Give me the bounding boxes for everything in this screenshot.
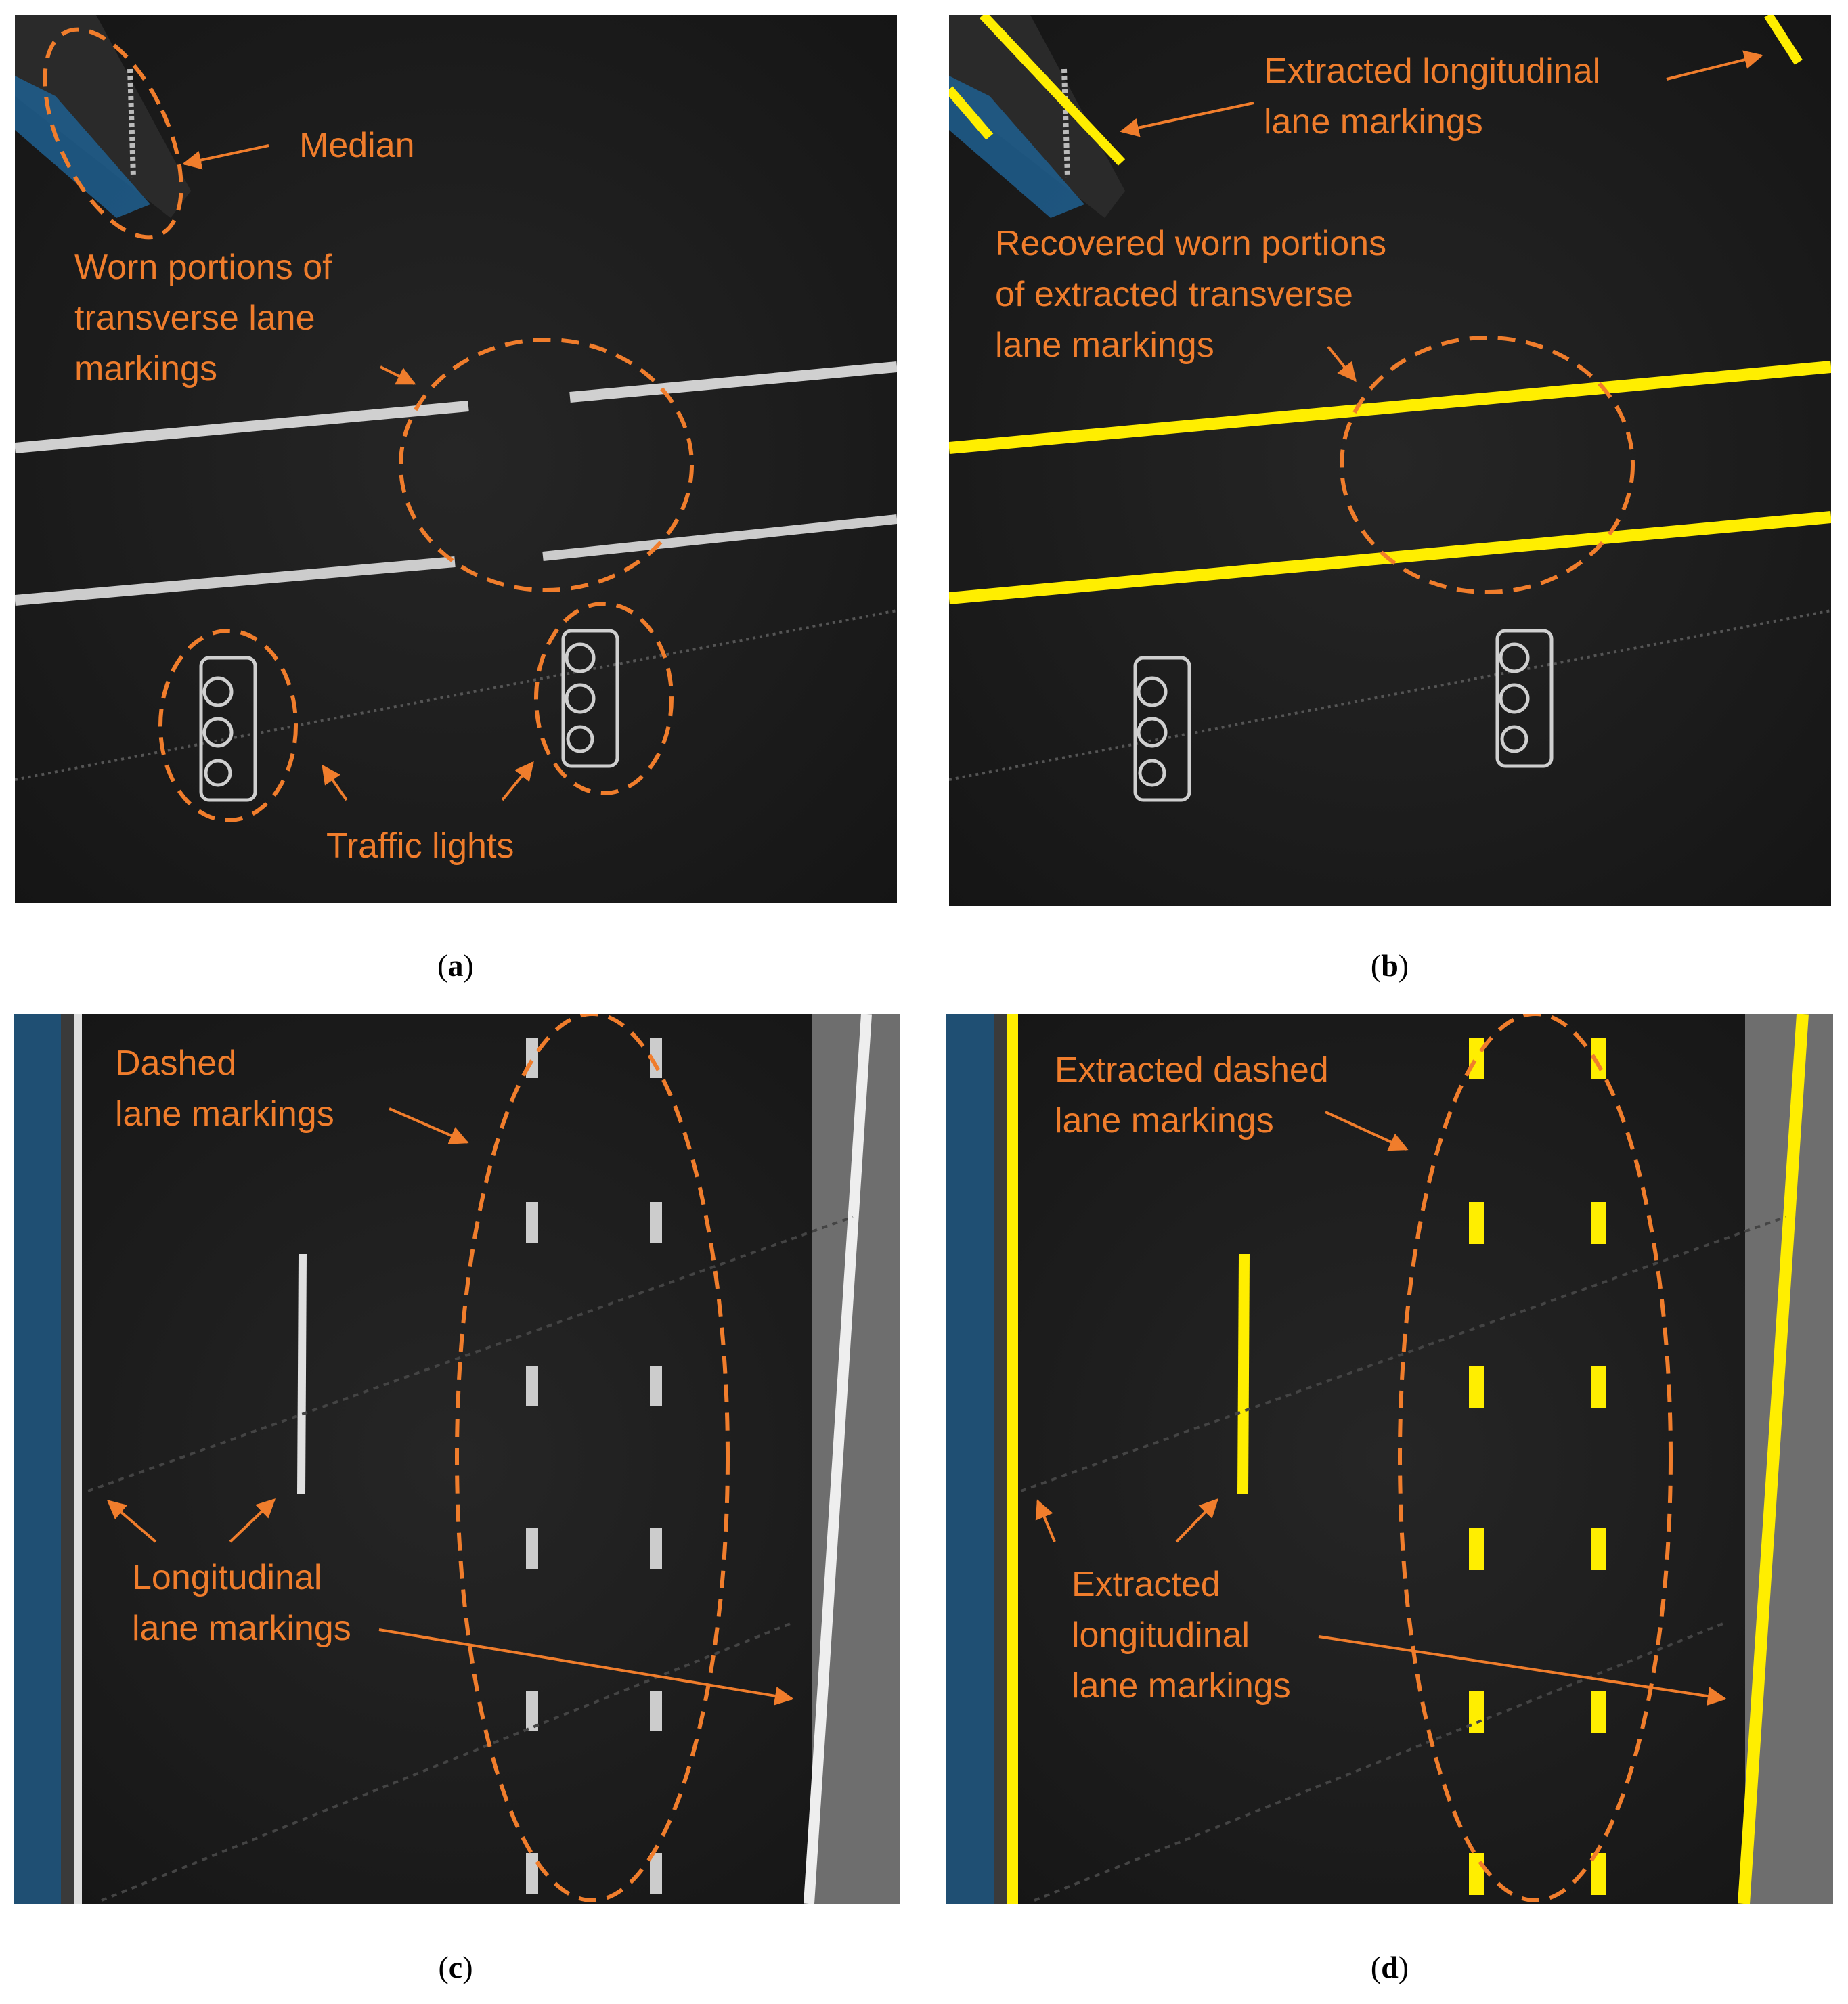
- label-long-1: Longitudinal: [132, 1558, 322, 1597]
- extracted-right-edge: [1738, 1014, 1809, 1904]
- recovered-ellipse: [1340, 336, 1635, 594]
- label-dashed-1: Dashed: [115, 1044, 236, 1083]
- caption-d: (d): [1370, 1950, 1409, 1984]
- right-edge-line: [804, 1014, 872, 1904]
- extracted-solid-line: [1237, 1253, 1250, 1495]
- label-ext-long-2: lane markings: [1264, 102, 1483, 141]
- median-region: [15, 15, 191, 218]
- label-ext-dashed-2: lane markings: [1055, 1101, 1274, 1140]
- extracted-longitudinal-2: [1764, 15, 1803, 65]
- label-worn-1: Worn portions of: [74, 248, 332, 287]
- label-recovered-1: Recovered worn portions: [995, 224, 1386, 263]
- label-ext-long-d-1: Extracted: [1072, 1565, 1220, 1604]
- median-ellipse: [43, 27, 183, 240]
- caption-a: (a): [437, 948, 474, 983]
- label-recovered-3: lane markings: [995, 326, 1214, 365]
- label-ext-dashed-1: Extracted dashed: [1055, 1050, 1329, 1090]
- extracted-dashed-ellipse: [1398, 1014, 1673, 1902]
- transverse-marking-1: [15, 401, 469, 453]
- panel-d-svg: Extracted dashed lane markings Extracted…: [946, 1014, 1833, 1904]
- extracted-transverse-1: [949, 361, 1831, 454]
- label-traffic-lights: Traffic lights: [326, 826, 514, 866]
- label-long-2: lane markings: [132, 1609, 351, 1648]
- caption-c: (c): [438, 1950, 473, 1984]
- dashed-ellipse: [455, 1014, 730, 1902]
- panel-a-image: Median Worn portions of transverse lane …: [15, 15, 897, 903]
- worn-portion-ellipse: [399, 338, 694, 592]
- extracted-longitudinal-1: [979, 15, 1126, 166]
- label-worn-2: transverse lane: [74, 298, 315, 338]
- traffic-light-2: [561, 629, 619, 768]
- label-median: Median: [299, 126, 415, 165]
- label-recovered-2: of extracted transverse: [995, 275, 1353, 314]
- label-ext-long-d-3: lane markings: [1072, 1666, 1291, 1706]
- caption-b: (b): [1370, 948, 1409, 983]
- solid-longitudinal-line: [297, 1253, 307, 1495]
- panel-c-svg: Dashed lane markings Longitudinal lane m…: [14, 1014, 900, 1904]
- label-ext-long-1: Extracted longitudinal: [1264, 51, 1600, 91]
- transverse-marking-2: [15, 556, 456, 606]
- label-dashed-2: lane markings: [115, 1094, 334, 1134]
- label-worn-3: markings: [74, 349, 217, 388]
- panel-b-svg: Extracted longitudinal lane markings Rec…: [949, 15, 1831, 906]
- panel-b-image: Extracted longitudinal lane markings Rec…: [949, 15, 1831, 906]
- label-ext-long-d-2: longitudinal: [1072, 1616, 1250, 1655]
- traffic-light-2-ellipse: [534, 602, 674, 795]
- panel-d-image: Extracted dashed lane markings Extracted…: [946, 1014, 1833, 1904]
- traffic-light-1-ellipse: [158, 629, 298, 822]
- panel-a-svg: Median Worn portions of transverse lane …: [15, 15, 897, 903]
- traffic-light-1: [199, 656, 257, 802]
- panel-c-image: Dashed lane markings Longitudinal lane m…: [14, 1014, 900, 1904]
